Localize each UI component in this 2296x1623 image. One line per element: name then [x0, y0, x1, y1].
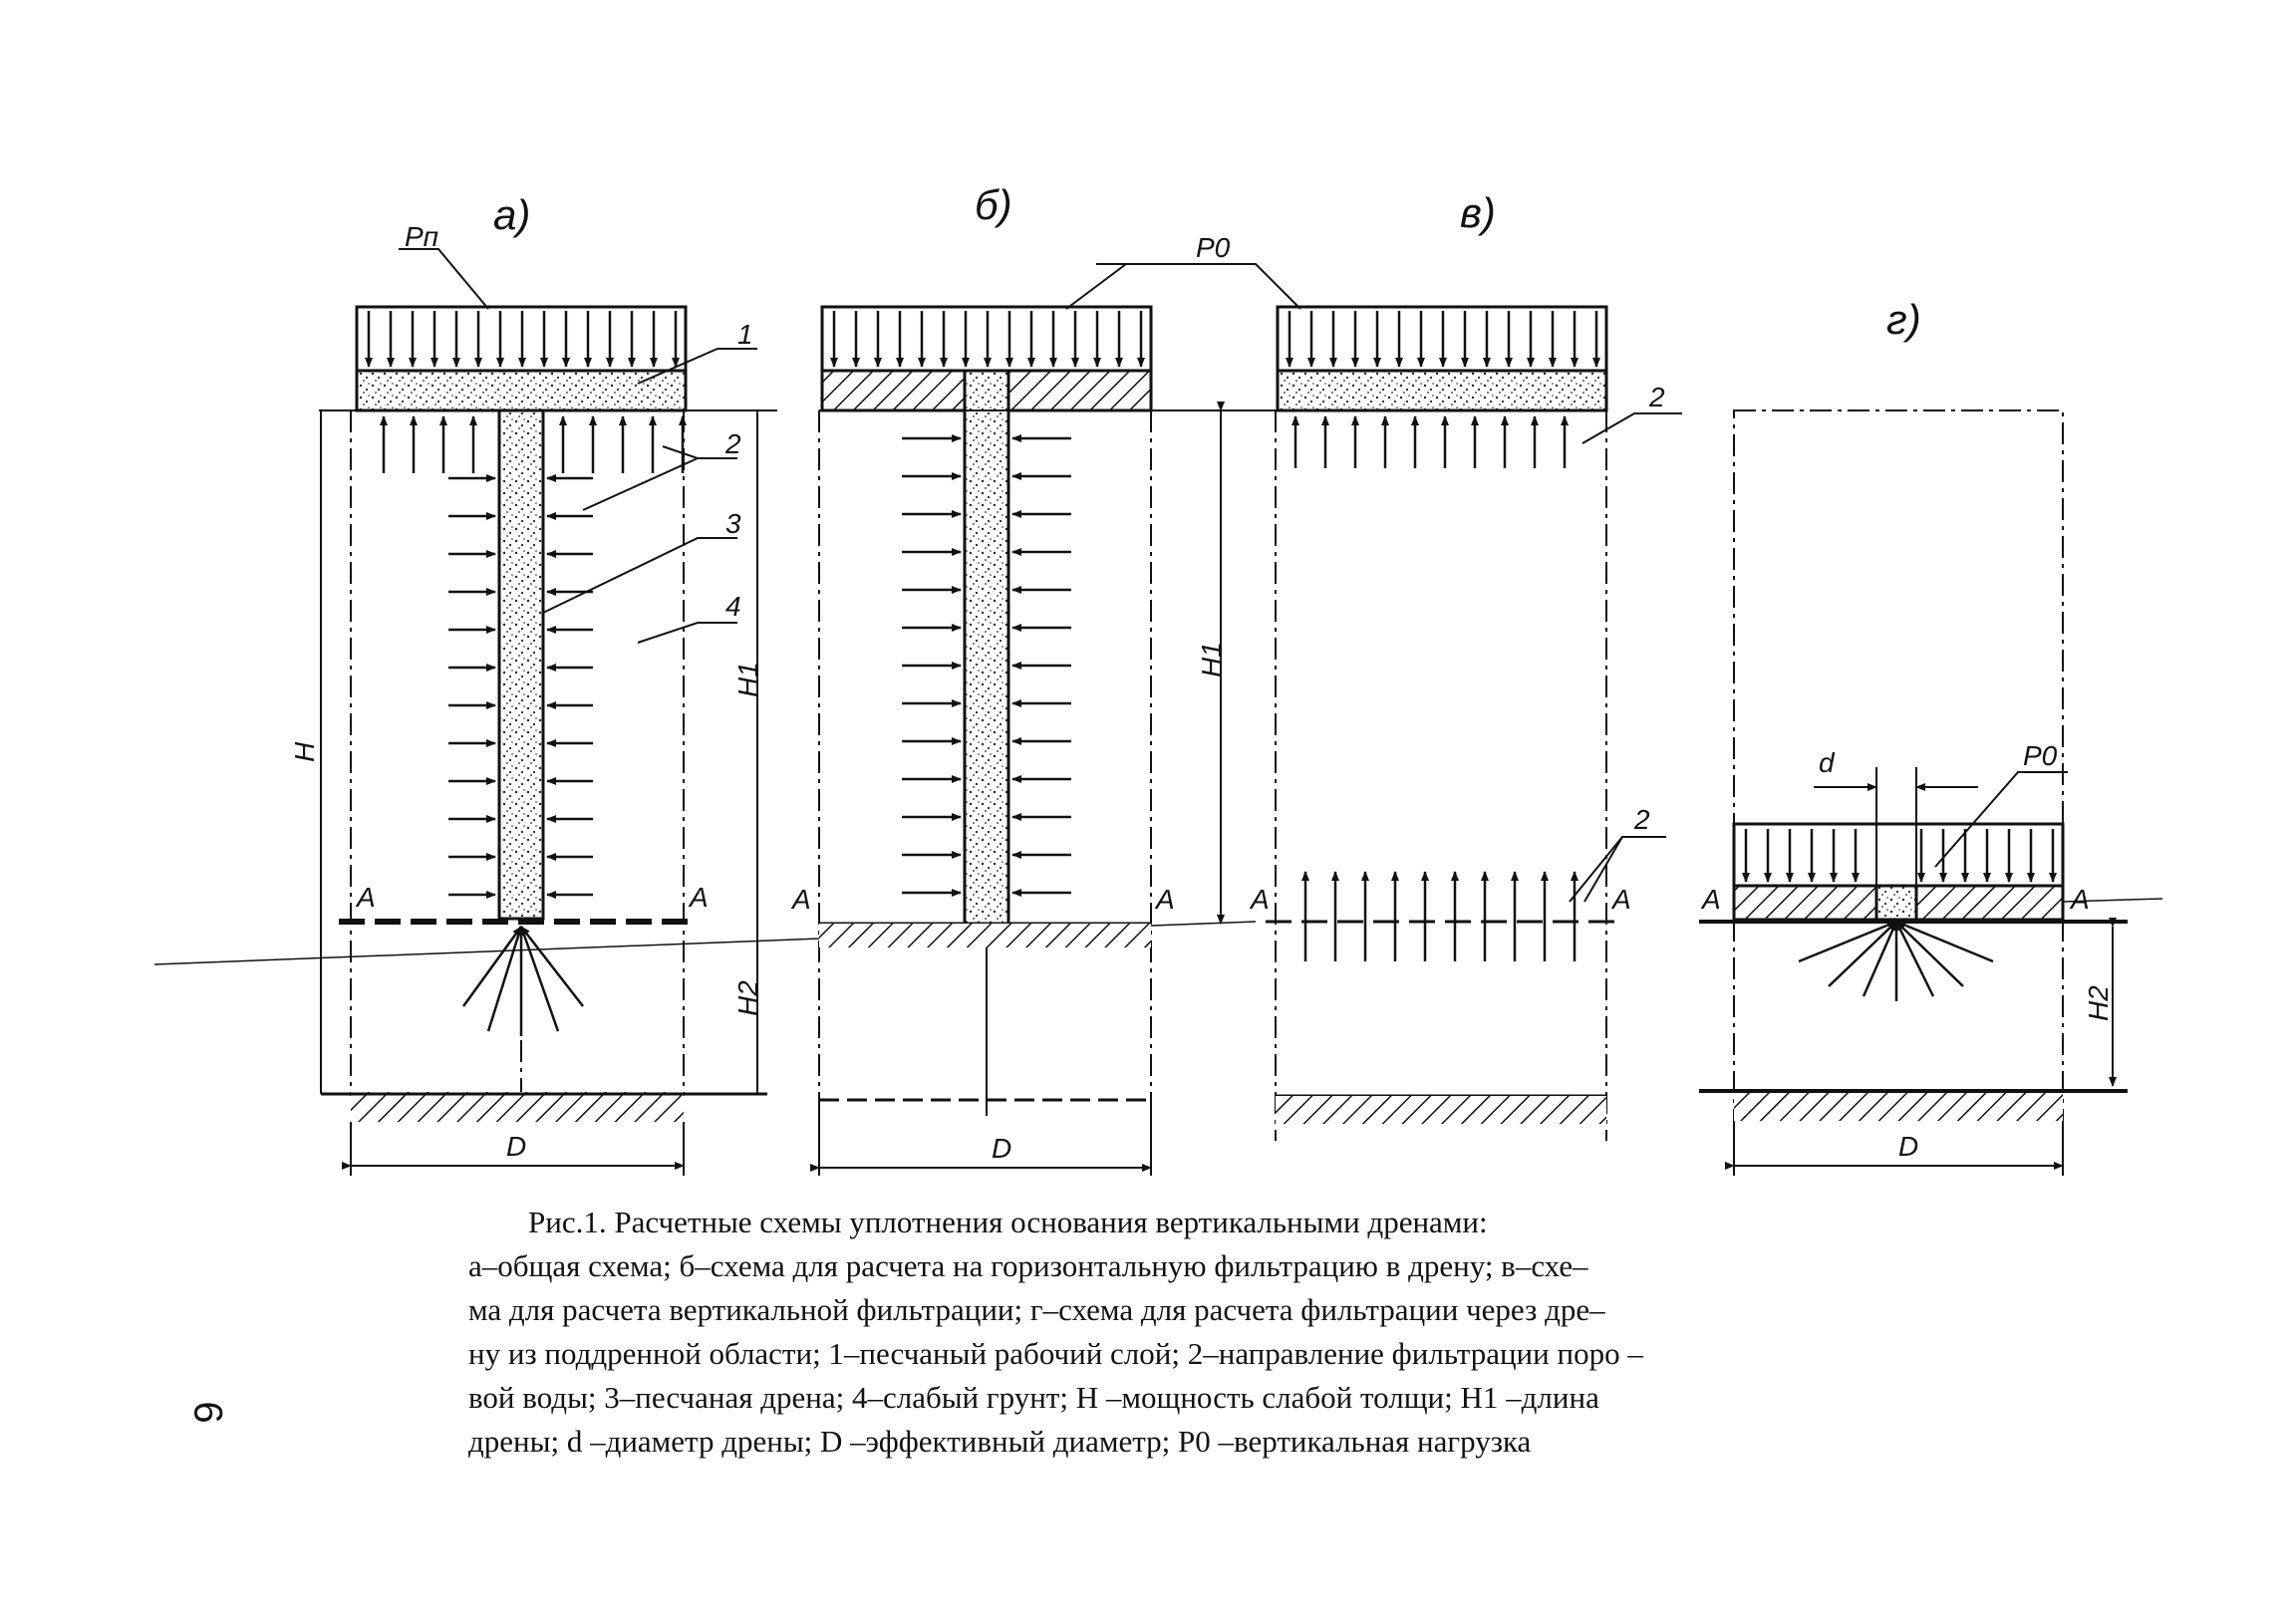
- arrows-layer: [365, 311, 2057, 1036]
- section-A-a-left: A: [355, 882, 376, 913]
- num-label-4: 4: [725, 591, 741, 622]
- page-number: 6: [185, 1401, 230, 1424]
- panel-v-label: в): [1460, 189, 1496, 236]
- num-label-2-v-bottom: 2: [1633, 804, 1650, 835]
- dim-label-D-g: D: [1898, 1131, 1918, 1162]
- filtration-arrow: [1895, 920, 1994, 963]
- sand-working-layer-v: [1276, 369, 1608, 412]
- section-A-b-right: A: [1154, 884, 1175, 915]
- section-A-v-left: A: [1249, 884, 1270, 915]
- panel-v: в): [1256, 189, 1682, 1141]
- panel-b: б): [810, 181, 1301, 1176]
- filtration-arrow: [520, 926, 584, 1007]
- sand-working-layer: [355, 369, 688, 412]
- panel-a-labels: Pп 1 2 3 4 H H1 H2 D A A: [289, 221, 763, 1162]
- caption-line-1: Рис.1. Расчетные схемы уплотнения основа…: [528, 1205, 1488, 1239]
- sand-drain-g: [1874, 884, 1918, 922]
- num-label-2-v-top: 2: [1648, 382, 1665, 412]
- filtration-arrow: [486, 926, 523, 1032]
- filtration-arrow: [1894, 921, 1935, 997]
- load-label-b: P0: [1196, 232, 1231, 263]
- panel-b-label: б): [975, 181, 1012, 228]
- section-A-b-left: A: [790, 884, 811, 915]
- num-label-1: 1: [737, 319, 753, 350]
- panel-b-labels: P0 H1 D A A: [790, 232, 1231, 1164]
- caption-line-2: а–общая схема; б–схема для расчета на го…: [468, 1248, 1588, 1283]
- dim-label-H1-a: H1: [732, 662, 763, 697]
- panel-a: а): [153, 191, 1257, 1176]
- num-label-2: 2: [724, 428, 741, 459]
- caption-line-5: вой воды; 3–песчаная дрена; 4–слабый гру…: [468, 1380, 1599, 1415]
- sand-drain: [497, 408, 545, 921]
- panel-g-labels: d P0 H2 D A A: [1700, 740, 2114, 1162]
- filtration-arrow: [461, 926, 523, 1007]
- caption-line-4: ну из поддренной области; 1–песчаный раб…: [468, 1336, 1643, 1371]
- section-A-a-right: A: [688, 882, 709, 913]
- dim-label-H2-g: H2: [2083, 985, 2114, 1021]
- load-label-a: Pп: [405, 221, 438, 252]
- figure-caption: Рис.1. Расчетные схемы уплотнения основа…: [468, 1201, 1943, 1464]
- num-label-3: 3: [725, 508, 741, 539]
- dim-label-H1-b: H1: [1196, 642, 1227, 677]
- filtration-arrow: [1828, 921, 1897, 987]
- section-A-g-right: A: [2069, 884, 2090, 915]
- filtration-arrow: [1862, 921, 1898, 997]
- caption-line-6: дрены; d –диаметр дрены; D –эффективный …: [468, 1424, 1532, 1459]
- dim-label-H: H: [289, 741, 320, 762]
- section-A-v-right: A: [1610, 884, 1631, 915]
- filtration-arrow: [519, 926, 560, 1032]
- dim-label-D-a: D: [506, 1131, 526, 1162]
- dim-label-D-b: D: [992, 1133, 1011, 1164]
- filtration-arrow: [1798, 920, 1897, 963]
- panel-g-label: г): [1886, 296, 1921, 343]
- dim-label-H2-a: H2: [732, 980, 763, 1016]
- load-label-g: P0: [2023, 740, 2058, 771]
- panel-g: г): [1699, 296, 2163, 1176]
- sand-drain-b: [963, 369, 1010, 926]
- section-A-g-left: A: [1700, 884, 1721, 915]
- panel-a-label: а): [493, 191, 530, 238]
- dim-label-d: d: [1819, 747, 1836, 778]
- panel-v-labels: 2 2 A A: [1249, 382, 1665, 915]
- caption-line-3: ма для расчета вертикальной фильтрации; …: [468, 1292, 1605, 1327]
- filtration-arrow: [1895, 921, 1964, 987]
